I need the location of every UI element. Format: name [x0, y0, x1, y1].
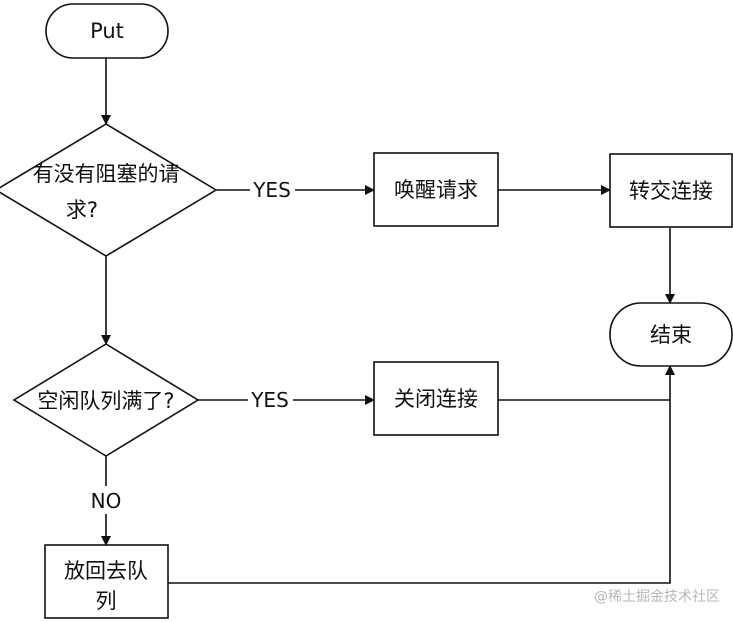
decision-idle-queue-full-label: 空闲队列满了? — [37, 389, 174, 413]
queue-full-no-label: NO — [91, 489, 122, 513]
close-connection-node — [373, 361, 499, 436]
start-node-label: Put — [90, 19, 124, 43]
wake-request-node — [373, 152, 499, 227]
blocked-yes-label: YES — [252, 178, 291, 202]
return-to-queue-label-line1: 放回去队 — [64, 559, 148, 583]
close-connection-label: 关闭连接 — [394, 387, 478, 411]
wake-request-label: 唤醒请求 — [394, 178, 478, 202]
hand-over-connection-label: 转交连接 — [629, 179, 713, 203]
start-node — [45, 3, 169, 59]
return-to-queue-label-line2: 列 — [96, 589, 117, 613]
end-node — [609, 302, 733, 367]
decision-has-blocked-request-label-line2: 求? — [66, 198, 98, 222]
edge-return-queue-to-end — [168, 365, 675, 584]
decision-has-blocked-request-label-line1: 有没有阻塞的请 — [33, 162, 180, 186]
queue-full-yes-label: YES — [250, 388, 289, 412]
end-node-label: 结束 — [650, 323, 692, 347]
source-watermark: @稀土掘金技术社区 — [594, 589, 720, 605]
hand-over-connection-node — [609, 153, 733, 228]
return-to-queue-node — [44, 544, 169, 619]
decision-idle-queue-full — [12, 343, 200, 457]
decision-has-blocked-request — [0, 123, 218, 257]
